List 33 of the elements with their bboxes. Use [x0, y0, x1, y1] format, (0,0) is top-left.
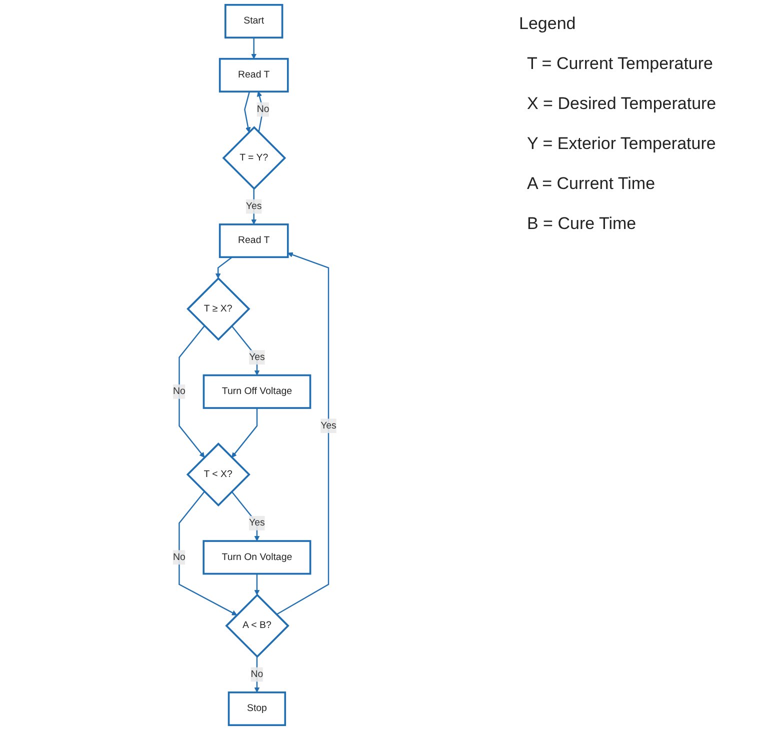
legend-title: Legend: [519, 14, 577, 34]
arrow: [276, 252, 329, 616]
edge-label: No: [250, 669, 263, 680]
node-box: Turn Off Voltage: [202, 374, 311, 409]
edge-label: Yes: [246, 201, 262, 212]
node-diamond: T ≥ X?: [186, 277, 250, 341]
edge-label: Yes: [248, 518, 265, 528]
node-diamond: A < B?: [224, 594, 290, 658]
edge-label: No: [256, 104, 270, 114]
arrow: [178, 326, 205, 458]
legend-entry: A = Current Time: [527, 174, 656, 194]
edge-label: No: [172, 386, 186, 396]
legend-entry: X = Desired Temperature: [527, 94, 718, 114]
legend-entry: B = Cure Time: [527, 214, 638, 234]
node-diamond: T < X?: [186, 442, 250, 507]
edge-label: Yes: [320, 420, 336, 431]
arrow: [244, 91, 250, 132]
arrow: [250, 38, 256, 60]
node-box: Read T: [218, 58, 289, 92]
edge-label: Yes: [248, 352, 265, 362]
node-diamond: T = Y?: [222, 126, 286, 190]
legend-entry: Y = Exterior Temperature: [527, 134, 717, 154]
edge-label: No: [172, 552, 186, 562]
node-box: Read T: [218, 224, 289, 258]
legend-entry: T = Current Temperature: [527, 54, 714, 74]
arrow: [215, 256, 232, 279]
arrow: [178, 491, 237, 616]
arrow: [254, 574, 260, 596]
arrow: [231, 408, 258, 458]
node-box: Turn On Voltage: [202, 540, 311, 575]
node-box: Stop: [228, 691, 286, 726]
node-box: Start: [224, 4, 283, 39]
arrow: [231, 325, 260, 376]
